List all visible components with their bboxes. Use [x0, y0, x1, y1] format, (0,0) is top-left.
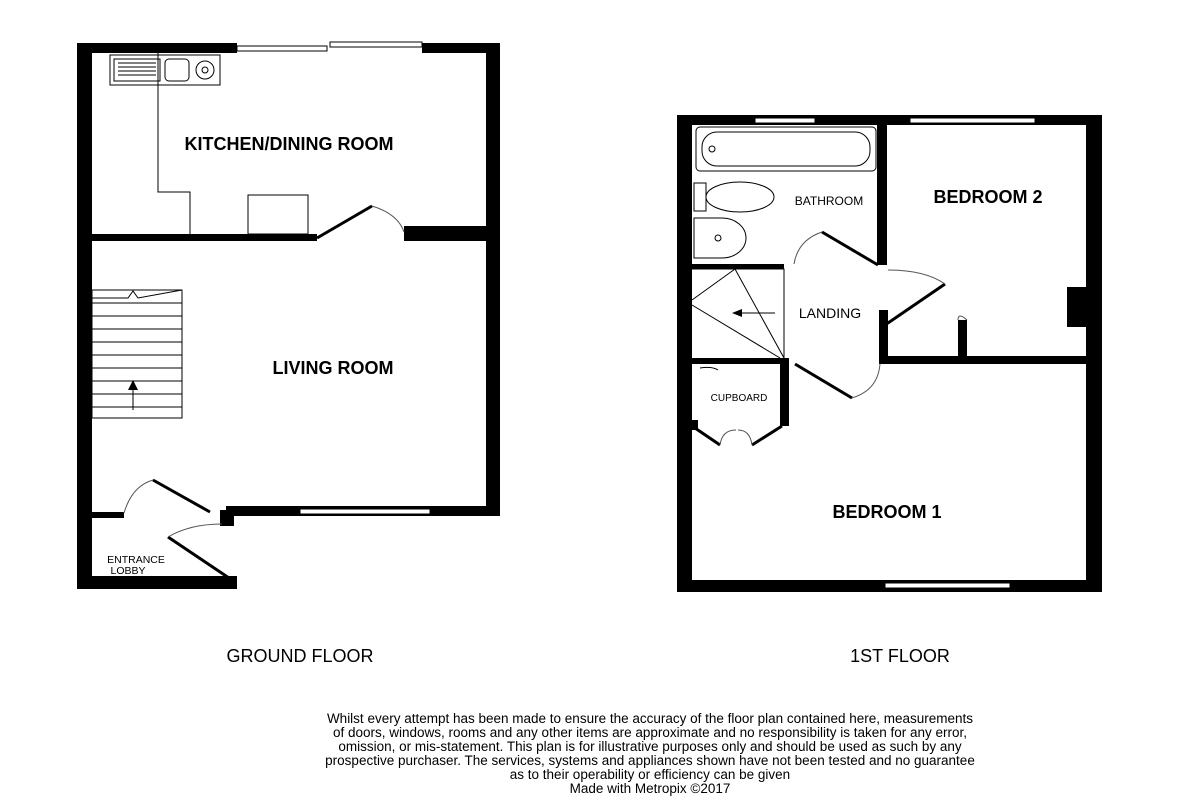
wall: [879, 310, 888, 360]
door-swing: [851, 363, 881, 399]
disclaimer-line: as to their operability or efficiency ca…: [509, 767, 791, 782]
wall: [958, 320, 967, 360]
door-swing: [719, 429, 737, 446]
ground-floor-plan: KITCHEN/DINING ROOM LIVING ROOM ENTRANCE…: [77, 41, 500, 589]
window: [236, 45, 328, 52]
door-swing: [699, 366, 719, 371]
door: [167, 535, 233, 582]
window: [754, 117, 816, 124]
worktop: [157, 53, 191, 234]
door: [821, 230, 879, 267]
window: [909, 117, 1036, 124]
ground-floor-title: GROUND FLOOR: [226, 646, 373, 666]
stairs: [91, 289, 183, 419]
room-label-bathroom: BATHROOM: [795, 194, 863, 208]
disclaimer-line: omission, or mis-statement. This plan is…: [338, 739, 962, 754]
door-swing: [887, 269, 946, 285]
wall: [77, 576, 237, 589]
toilet-icon: [693, 181, 775, 213]
door-swing: [737, 429, 753, 446]
door-swing: [167, 523, 223, 538]
disclaimer-credit: Made with Metropix ©2017: [569, 781, 731, 796]
room-label-lobby: LOBBY: [110, 565, 145, 577]
arrow-up-icon: [128, 380, 138, 390]
door-swing: [793, 231, 823, 265]
basin-icon: [693, 217, 747, 259]
wall: [77, 43, 92, 589]
stairs: [691, 268, 785, 359]
window: [329, 41, 423, 48]
wall: [404, 226, 500, 241]
first-floor-title: 1ST FLOOR: [850, 646, 950, 666]
room-label-kitchen: KITCHEN/DINING ROOM: [185, 134, 394, 154]
disclaimer: Whilst every attempt has been made to en…: [140, 712, 1160, 796]
disclaimer-line: Whilst every attempt has been made to en…: [326, 711, 974, 726]
wall: [692, 358, 784, 364]
wall: [677, 115, 692, 592]
room-label-bedroom1: BEDROOM 1: [832, 502, 941, 522]
appliance: [247, 194, 309, 235]
wall: [422, 43, 500, 53]
room-label-entrance: ENTRANCE: [107, 554, 165, 566]
door: [152, 478, 211, 514]
wall: [692, 420, 698, 430]
sink-icon: [109, 54, 221, 86]
wall: [77, 43, 237, 53]
door-swing: [957, 315, 968, 321]
door: [884, 282, 946, 327]
wall: [877, 115, 887, 265]
wall: [692, 264, 784, 269]
door: [316, 204, 373, 240]
room-label-landing: LANDING: [799, 305, 861, 321]
door: [751, 424, 783, 447]
wall: [780, 358, 789, 426]
wall: [677, 115, 1102, 125]
wall: [879, 356, 1087, 364]
first-floor-plan: BATHROOM BEDROOM 2 LANDING CUPBOARD BEDR…: [677, 115, 1102, 592]
door-swing: [123, 479, 154, 514]
wall: [1086, 115, 1102, 592]
arrow-left-icon: [732, 309, 742, 317]
wall: [1067, 287, 1087, 327]
room-label-living: LIVING ROOM: [273, 358, 394, 378]
door-swing: [371, 205, 405, 233]
disclaimer-line: of doors, windows, rooms and any other i…: [332, 725, 968, 740]
window: [299, 508, 431, 515]
window: [884, 582, 1011, 589]
bath-icon: [695, 126, 877, 172]
wall: [92, 234, 317, 241]
room-label-bedroom2: BEDROOM 2: [933, 187, 1042, 207]
room-label-cupboard: CUPBOARD: [711, 393, 768, 404]
wall: [92, 512, 124, 518]
wall: [220, 510, 234, 526]
door: [794, 362, 853, 400]
disclaimer-line: prospective purchaser. The services, sys…: [325, 753, 975, 768]
wall: [486, 43, 500, 516]
